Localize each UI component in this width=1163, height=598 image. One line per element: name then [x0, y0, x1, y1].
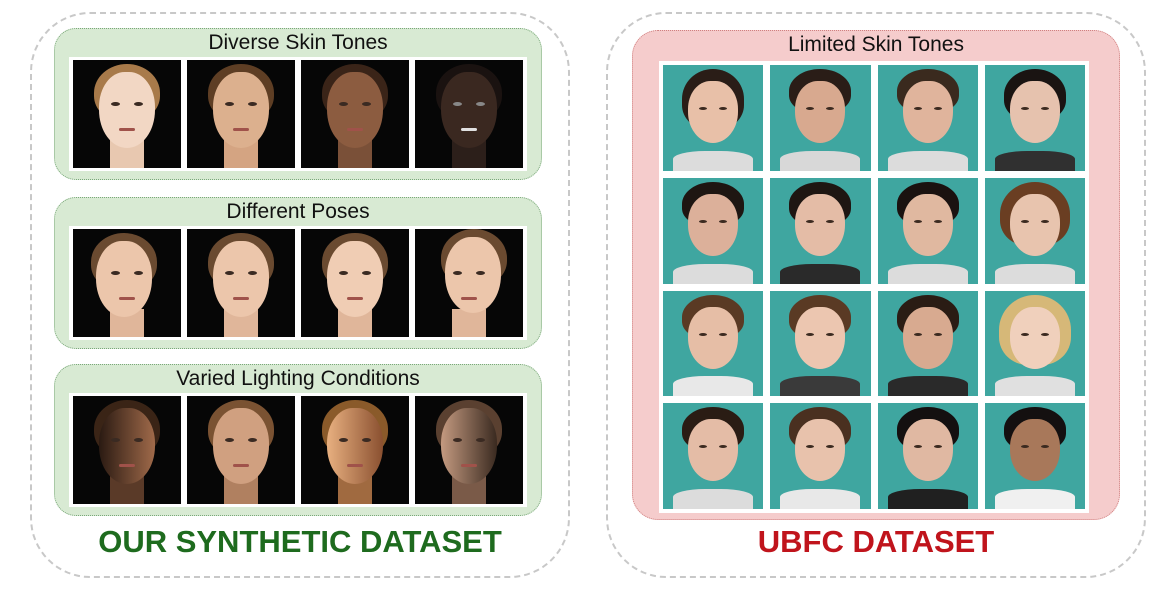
face-image-pose-3	[301, 229, 409, 337]
ubfc-face-image	[663, 65, 764, 171]
limited-skin-tones-title: Limited Skin Tones	[788, 33, 964, 56]
synthetic-dataset-label: OUR SYNTHETIC DATASET	[98, 524, 502, 559]
face-image-lighting-3	[301, 396, 409, 504]
ubfc-face-image	[984, 403, 1085, 509]
ubfc-face-image	[877, 65, 978, 171]
ubfc-face-image	[877, 403, 978, 509]
lighting-panel: Varied Lighting Conditions	[54, 364, 542, 516]
face-image-medium-dark	[301, 60, 409, 168]
lighting-images	[69, 393, 527, 507]
ubfc-face-image	[984, 177, 1085, 284]
poses-panel: Different Poses	[54, 197, 542, 349]
lighting-title: Varied Lighting Conditions	[176, 367, 420, 390]
face-image-dark	[415, 60, 523, 168]
ubfc-face-image	[877, 177, 978, 284]
skin-tones-images	[69, 57, 527, 171]
face-image-pose-4	[415, 229, 523, 337]
face-image-medium-light	[187, 60, 295, 168]
face-image-pose-1	[73, 229, 181, 337]
face-image-lighting-2	[187, 396, 295, 504]
ubfc-dataset-container	[606, 12, 1146, 578]
ubfc-face-image	[877, 290, 978, 397]
ubfc-face-image	[770, 65, 871, 171]
skin-tones-title: Diverse Skin Tones	[208, 31, 388, 54]
face-image-pose-2	[187, 229, 295, 337]
ubfc-face-image	[770, 177, 871, 284]
synthetic-dataset-container	[30, 12, 570, 578]
ubfc-face-grid	[659, 61, 1089, 513]
ubfc-face-image	[663, 290, 764, 397]
ubfc-face-image	[770, 290, 871, 397]
ubfc-face-image	[663, 403, 764, 509]
face-image-lighting-1	[73, 396, 181, 504]
ubfc-panel: Limited Skin Tones	[632, 30, 1120, 520]
ubfc-face-image	[663, 177, 764, 284]
skin-tones-panel: Diverse Skin Tones	[54, 28, 542, 180]
face-image-light	[73, 60, 181, 168]
poses-title: Different Poses	[226, 200, 370, 223]
ubfc-face-image	[984, 290, 1085, 397]
ubfc-dataset-label: UBFC DATASET	[757, 524, 995, 559]
face-image-lighting-4	[415, 396, 523, 504]
ubfc-face-image	[984, 65, 1085, 171]
ubfc-face-image	[770, 403, 871, 509]
poses-images	[69, 226, 527, 340]
